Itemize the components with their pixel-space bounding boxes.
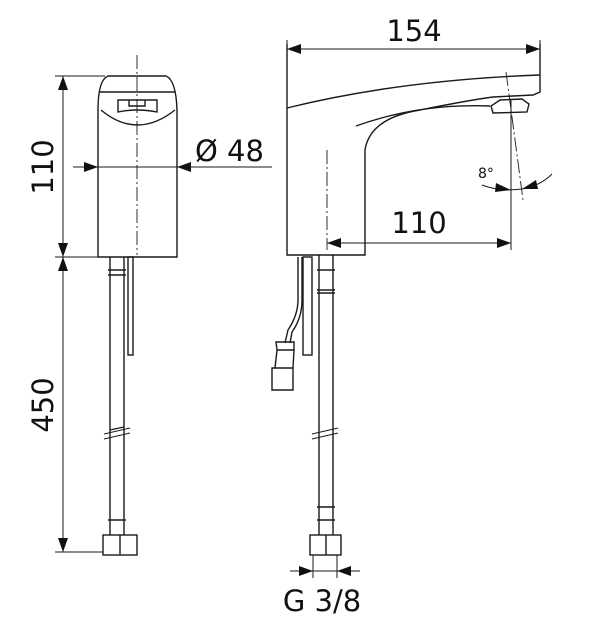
spout-top-curve (286, 74, 541, 109)
spray-axis (505, 71, 524, 201)
dim-diameter: Ø 48 (195, 134, 264, 168)
dim-total-length: 154 (386, 14, 441, 48)
dim-thread: G 3/8 (283, 584, 361, 618)
aerator (490, 98, 530, 114)
spout-lower-curve (355, 104, 491, 127)
dim-spray-angle: 8° (478, 166, 494, 182)
side-hose (317, 255, 335, 535)
side-rod (302, 256, 313, 356)
front-body-outline (97, 75, 178, 258)
front-rod (127, 256, 134, 356)
sensor-window (117, 99, 158, 113)
side-view: 154 110 8° G 3/8 (271, 14, 553, 618)
front-hose (108, 257, 126, 535)
front-head-curve (99, 91, 176, 126)
dim-hose-length: 450 (26, 377, 60, 432)
cable-connector (271, 341, 295, 391)
dim-body-height: 110 (26, 139, 60, 194)
dim-spout-reach: 110 (391, 206, 446, 240)
sensor-cable (284, 257, 303, 344)
front-view: 110 450 Ø 48 (26, 55, 272, 556)
